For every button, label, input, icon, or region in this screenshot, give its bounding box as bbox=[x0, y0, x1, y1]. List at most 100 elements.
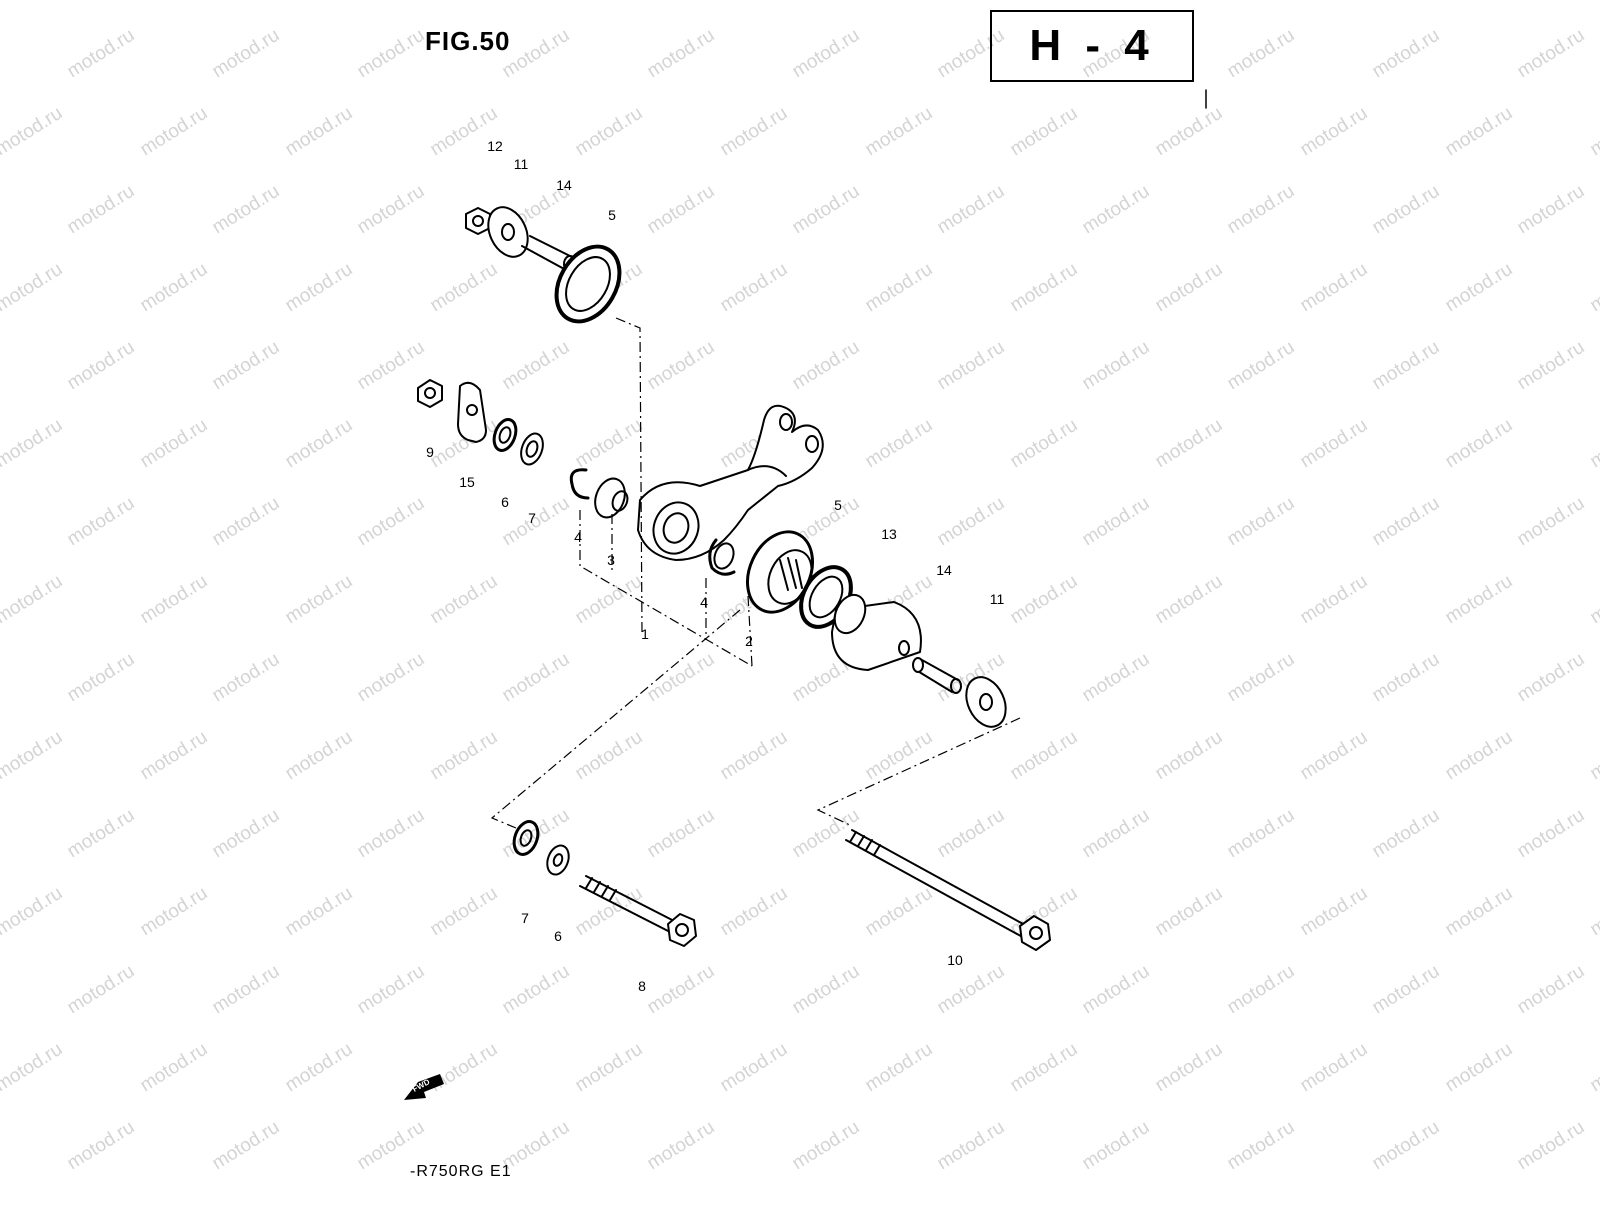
watermark-text: motod.ru bbox=[354, 649, 429, 707]
watermark-text: motod.ru bbox=[789, 1117, 864, 1175]
flange-nut-left bbox=[417, 379, 443, 408]
watermark-text: motod.ru bbox=[64, 805, 139, 863]
bearing-left bbox=[492, 418, 518, 452]
watermark-text: motod.ru bbox=[1297, 883, 1372, 941]
watermark-text: motod.ru bbox=[209, 337, 284, 395]
washer-top bbox=[487, 206, 529, 258]
pin-right bbox=[912, 657, 962, 694]
part-label: 11 bbox=[513, 156, 529, 172]
model-label: -R750RG E1 bbox=[410, 1163, 512, 1180]
watermark-text: motod.ru bbox=[1297, 1039, 1372, 1097]
part-label: 2 bbox=[745, 633, 753, 649]
watermark-text: motod.ru bbox=[64, 961, 139, 1019]
watermark-text: motod.ru bbox=[1079, 805, 1154, 863]
watermark-text: motod.ru bbox=[1224, 493, 1299, 551]
watermark-text: motod.ru bbox=[644, 337, 719, 395]
watermark-text: motod.ru bbox=[1442, 1039, 1517, 1097]
washer-lower bbox=[546, 844, 570, 876]
watermark-text: motod.ru bbox=[1079, 1117, 1154, 1175]
watermark-text: motod.ru bbox=[1224, 181, 1299, 239]
watermark-text: motod.ru bbox=[1007, 571, 1082, 629]
watermark-text: motod.ru bbox=[0, 883, 66, 941]
watermark-text: motod.ru bbox=[1007, 1039, 1082, 1097]
part-label: 12 bbox=[487, 138, 503, 154]
watermark-text: motod.ru bbox=[717, 0, 792, 4]
watermark-text: motod.ru bbox=[1007, 259, 1082, 317]
watermark-text: motod.ru bbox=[1152, 883, 1227, 941]
watermark-text: motod.ru bbox=[1007, 103, 1082, 161]
washer-right bbox=[965, 676, 1007, 728]
watermark-text: motod.ru bbox=[1514, 805, 1589, 863]
spacer-right bbox=[831, 593, 922, 671]
watermark-text: motod.ru bbox=[1297, 727, 1372, 785]
watermark-text: motod.ru bbox=[64, 1117, 139, 1175]
part-label: 10 bbox=[947, 952, 963, 968]
part-label: 5 bbox=[834, 497, 842, 513]
part-label: 9 bbox=[426, 444, 434, 460]
watermark-text: motod.ru bbox=[1587, 883, 1600, 941]
watermark-text: motod.ru bbox=[1514, 181, 1589, 239]
watermark-text: motod.ru bbox=[427, 883, 502, 941]
watermark-text: motod.ru bbox=[0, 415, 66, 473]
watermark-text: motod.ru bbox=[0, 571, 66, 629]
watermark-text: motod.ru bbox=[1297, 571, 1372, 629]
watermark-text: motod.ru bbox=[1369, 805, 1444, 863]
watermark-text: motod.ru bbox=[137, 727, 212, 785]
part-label: 7 bbox=[528, 510, 536, 526]
circlip-right bbox=[708, 538, 736, 576]
watermark-text: motod.ru bbox=[137, 571, 212, 629]
part-label: 5 bbox=[608, 207, 616, 223]
watermark-text: motod.ru bbox=[427, 1039, 502, 1097]
watermark-text: motod.ru bbox=[789, 337, 864, 395]
watermark-text: motod.ru bbox=[1442, 883, 1517, 941]
watermark-text: motod.ru bbox=[1587, 571, 1600, 629]
watermark-text: motod.ru bbox=[1587, 259, 1600, 317]
watermark-text: motod.ru bbox=[1224, 805, 1299, 863]
part-label: 7 bbox=[521, 910, 529, 926]
watermark-text: motod.ru bbox=[209, 25, 284, 83]
part-label: 14 bbox=[936, 562, 952, 578]
watermark-text: motod.ru bbox=[1442, 259, 1517, 317]
watermark-text: motod.ru bbox=[789, 181, 864, 239]
watermark-text: motod.ru bbox=[354, 25, 429, 83]
watermark-text: motod.ru bbox=[1079, 649, 1154, 707]
watermark-text: motod.ru bbox=[1369, 337, 1444, 395]
watermark-text: motod.ru bbox=[427, 0, 502, 4]
watermark-text: motod.ru bbox=[0, 727, 66, 785]
part-label: 13 bbox=[881, 526, 897, 542]
watermark-text: motod.ru bbox=[1224, 1117, 1299, 1175]
watermark-text: motod.ru bbox=[137, 415, 212, 473]
watermark-text: motod.ru bbox=[862, 727, 937, 785]
bearing-lower bbox=[512, 820, 540, 856]
watermark-text: motod.ru bbox=[1224, 649, 1299, 707]
watermark-text: motod.ru bbox=[1079, 961, 1154, 1019]
watermark-text: motod.ru bbox=[1514, 493, 1589, 551]
watermark-text: motod.ru bbox=[572, 727, 647, 785]
watermark-text: motod.ru bbox=[1369, 493, 1444, 551]
watermark-text: motod.ru bbox=[1007, 415, 1082, 473]
watermark-text: motod.ru bbox=[64, 25, 139, 83]
watermark-text: motod.ru bbox=[1587, 0, 1600, 4]
watermark-text: motod.ru bbox=[1514, 1117, 1589, 1175]
watermark-text: motod.ru bbox=[209, 181, 284, 239]
watermark-text: motod.ru bbox=[1224, 25, 1299, 83]
bolt-short bbox=[579, 875, 697, 947]
watermark-text: motod.ru bbox=[1514, 25, 1589, 83]
watermark-text: motod.ru bbox=[1007, 0, 1082, 4]
watermark-text: motod.ru bbox=[862, 103, 937, 161]
watermark-text: motod.ru bbox=[209, 649, 284, 707]
flange-nut-top bbox=[465, 207, 491, 235]
watermark-text: motod.ru bbox=[1152, 727, 1227, 785]
watermark-text: motod.ru bbox=[644, 961, 719, 1019]
watermark-text: motod.ru bbox=[862, 259, 937, 317]
watermark-text: motod.ru bbox=[644, 649, 719, 707]
watermark-text: motod.ru bbox=[644, 805, 719, 863]
washer-left bbox=[520, 432, 544, 466]
watermark-text: motod.ru bbox=[1369, 1117, 1444, 1175]
watermark-text: motod.ru bbox=[572, 415, 647, 473]
watermark-text: motod.ru bbox=[862, 0, 937, 4]
watermark-text: motod.ru bbox=[499, 337, 574, 395]
watermark-text: motod.ru bbox=[1297, 259, 1372, 317]
